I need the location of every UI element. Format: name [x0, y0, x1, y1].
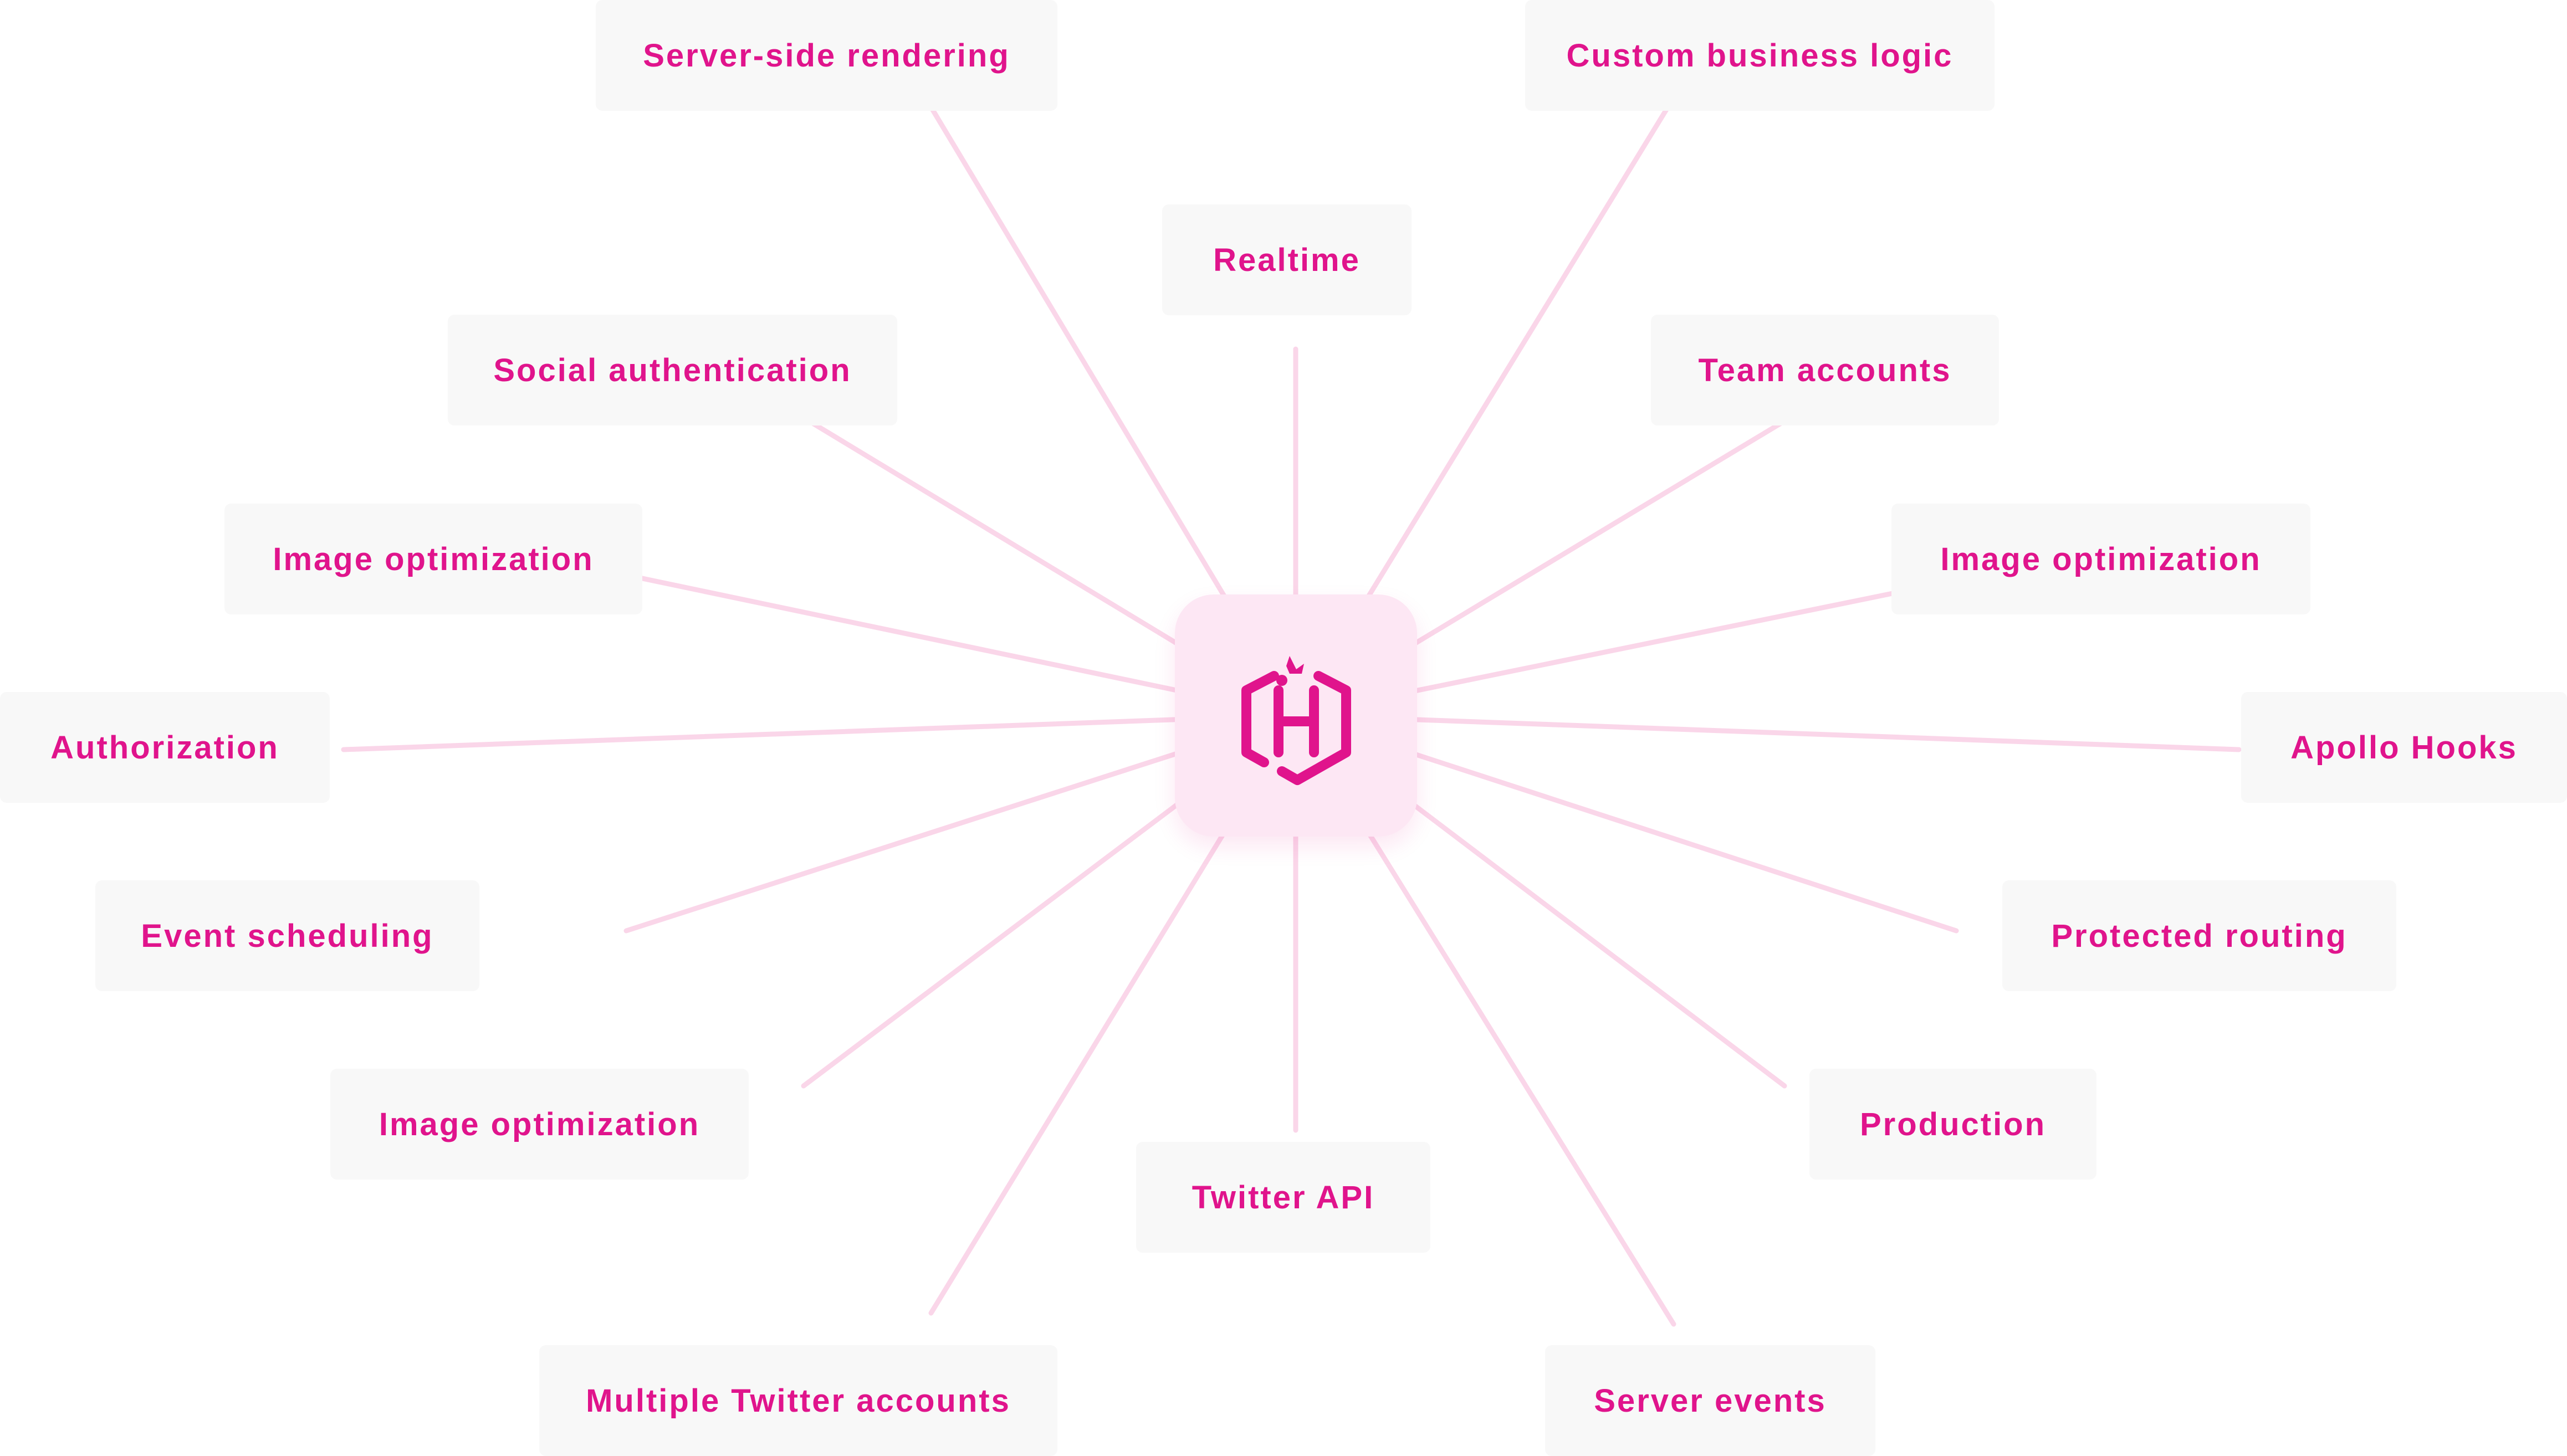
- feature-apollo-hooks: Apollo Hooks: [2241, 692, 2567, 803]
- feature-multiple-twitter-accounts: Multiple Twitter accounts: [539, 1345, 1057, 1456]
- feature-image-optimization-right: Image optimization: [1891, 504, 2310, 614]
- feature-realtime: Realtime: [1162, 204, 1412, 315]
- feature-custom-business-logic: Custom business logic: [1525, 0, 1995, 111]
- feature-image-optimization-left-lower: Image optimization: [330, 1069, 749, 1180]
- feature-authorization: Authorization: [0, 692, 330, 803]
- feature-protected-routing: Protected routing: [2002, 880, 2396, 991]
- hasura-logo-icon: [1241, 655, 1351, 785]
- feature-image-optimization-left-upper: Image optimization: [224, 504, 642, 614]
- feature-twitter-api: Twitter API: [1136, 1142, 1430, 1253]
- feature-server-events: Server events: [1545, 1345, 1875, 1456]
- hub-card: [1175, 594, 1417, 837]
- ray-authorization: [341, 712, 1298, 752]
- feature-server-side-rendering: Server-side rendering: [596, 0, 1057, 111]
- feature-social-authentication: Social authentication: [448, 315, 897, 425]
- feature-team-accounts: Team accounts: [1651, 315, 1999, 425]
- feature-event-scheduling: Event scheduling: [95, 880, 479, 991]
- ray-apollo-hooks: [1293, 712, 2242, 752]
- feature-production: Production: [1809, 1069, 2096, 1180]
